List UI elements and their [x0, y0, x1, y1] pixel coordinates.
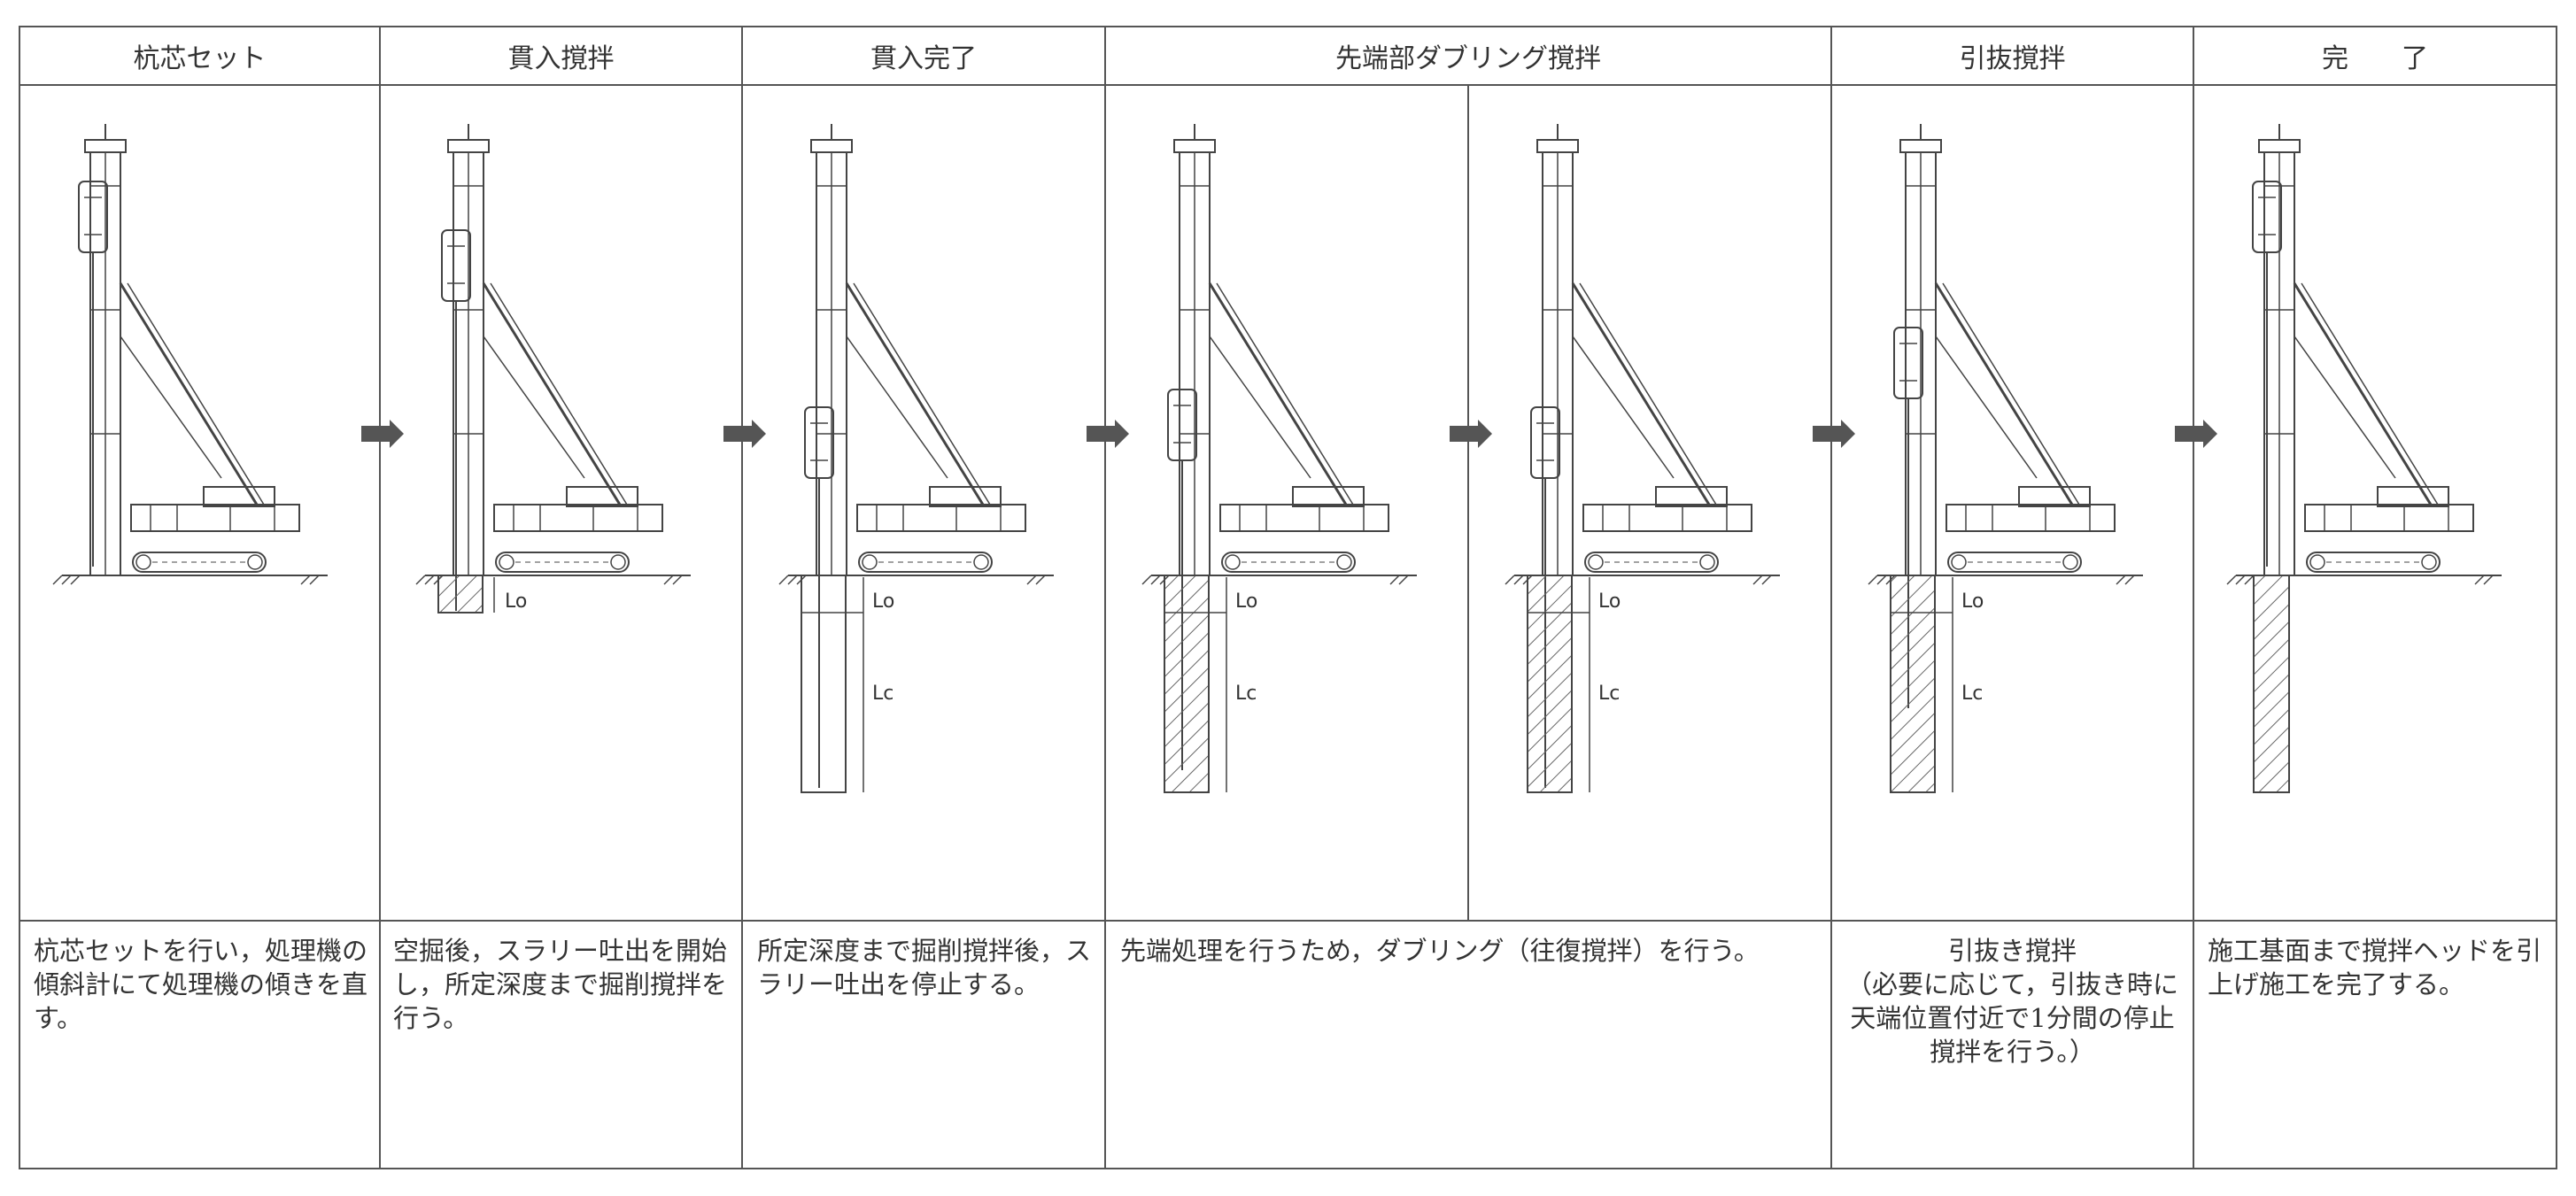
label-lo-5: Lo: [1598, 590, 1621, 613]
flow-arrow-4: [1450, 420, 1492, 448]
label-lc-6: Lc: [1961, 683, 1983, 705]
header-tip-doubling-mixing: 先端部ダブリング撹拌: [1335, 43, 1601, 74]
header-penetration-mixing: 貫入撹拌: [507, 43, 615, 74]
rig-drawing-1: [51, 122, 329, 586]
rig-drawing-5: Lo Lc: [1504, 122, 1782, 793]
rig-drawing-7: [2225, 122, 2503, 793]
header-complete: 完 了: [2322, 43, 2428, 74]
label-lc-4: Lc: [1235, 683, 1257, 705]
flow-arrow-2: [723, 420, 766, 448]
header-penetration-complete: 貫入完了: [870, 43, 977, 74]
flow-arrow-3: [1087, 420, 1129, 448]
rig-drawing-2: Lo: [414, 122, 692, 613]
rig-drawing-6: Lo Lc: [1867, 122, 2145, 793]
flow-arrow-5: [1813, 420, 1855, 448]
flow-arrow-1: [361, 420, 404, 448]
description-withdrawal-mixing: 引抜き撹拌 （必要に応じて，引抜き時に天端位置付近で1分間の停止撹拌を行う。）: [1846, 936, 2178, 1067]
rig-drawing-3: Lo Lc: [777, 122, 1056, 793]
label-lc-3: Lc: [872, 683, 893, 705]
header-pile-centering: 杭芯セット: [133, 43, 267, 74]
rig-drawing-4: Lo Lc: [1141, 122, 1419, 793]
description-penetration-complete: 所定深度まで掘削撹拌後，スラリー吐出を停止する。: [757, 936, 1092, 999]
label-lc-5: Lc: [1598, 683, 1620, 705]
label-lo-3: Lo: [872, 590, 894, 613]
description-penetration-mixing: 空掘後，スラリー吐出を開始し，所定深度まで掘削撹拌を行う。: [393, 936, 728, 1033]
flow-arrow-6: [2175, 420, 2217, 448]
label-lo-2: Lo: [505, 590, 527, 613]
description-complete: 施工基面まで撹拌ヘッドを引上げ施工を完了する。: [2208, 936, 2542, 999]
header-withdrawal-mixing: 引抜撹拌: [1959, 43, 2066, 74]
description-tip-doubling-mixing: 先端処理を行うため，ダブリング（往復撹拌）を行う。: [1120, 936, 1760, 966]
label-lo-4: Lo: [1235, 590, 1257, 613]
description-pile-centering: 杭芯セットを行い，処理機の傾斜計にて処理機の傾きを直す。: [34, 936, 368, 1033]
label-lo-6: Lo: [1961, 590, 1984, 613]
